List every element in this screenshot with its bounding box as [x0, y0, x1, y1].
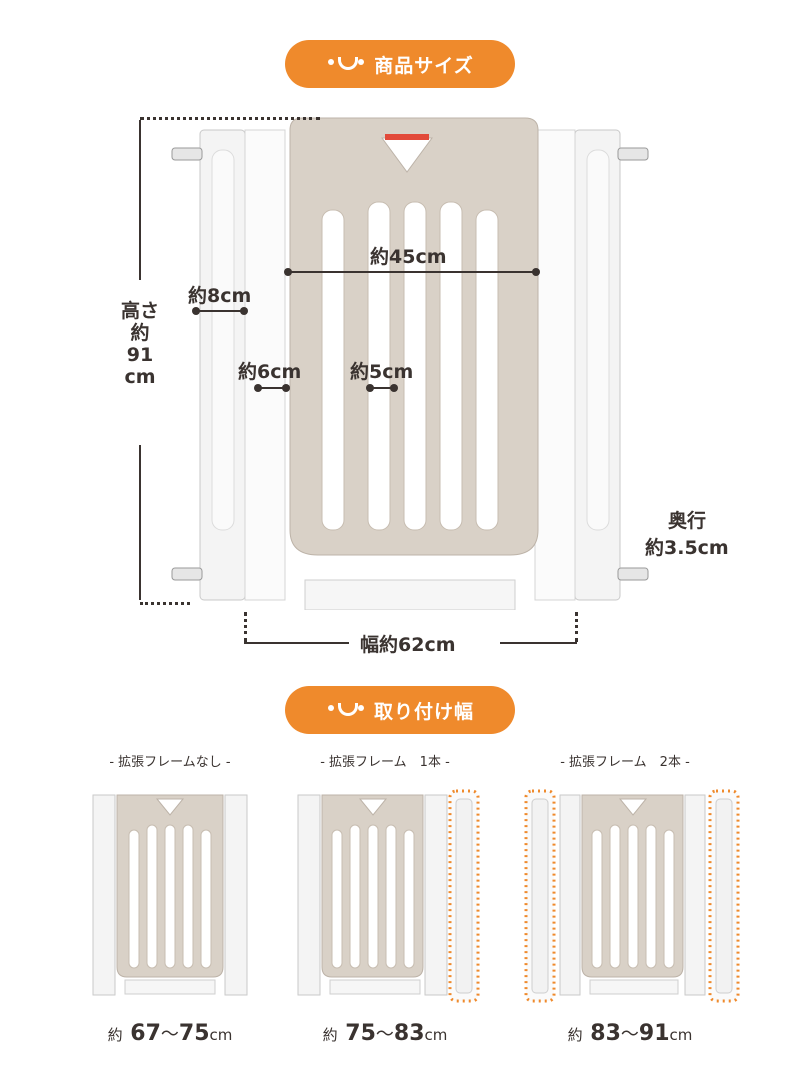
side-gap-label: 約6cm — [238, 361, 302, 383]
height-label: 高さ 約 91 cm — [115, 300, 165, 388]
side-gap-dot-right — [282, 384, 290, 392]
frame-width-line — [196, 310, 244, 312]
panel-width-line — [288, 271, 536, 273]
height-bottom-guide — [140, 602, 190, 605]
variant-range-from: 67 — [130, 1021, 161, 1046]
gate-variant-two-extensions — [524, 789, 740, 1003]
height-top-guide — [140, 117, 320, 120]
variant-range-prefix: 約 — [567, 1026, 583, 1044]
depth-label-value: 約3.5cm — [645, 537, 729, 559]
panel-width-dot-left — [284, 268, 292, 276]
variant-caption: - 拡張フレーム 2本 - — [560, 755, 690, 770]
variant-range-tilde: 〜 — [375, 1024, 394, 1045]
variant-range-unit: cm — [424, 1026, 448, 1044]
total-width-right-guide — [575, 612, 578, 642]
variant-range: 約 75〜83cm — [285, 1020, 485, 1046]
height-label-text: 高さ — [120, 300, 159, 322]
total-width-line-right — [500, 642, 577, 644]
height-label-value: 91 — [126, 344, 154, 366]
install-section-header: 取り付け幅 — [285, 686, 515, 734]
variant-range-to: 91 — [638, 1021, 670, 1046]
size-section-title: 商品サイズ — [374, 54, 474, 77]
variant-range-unit: cm — [669, 1026, 693, 1044]
variant-range-from: 75 — [345, 1021, 376, 1046]
height-label-approx: 約 — [130, 322, 150, 344]
variant-range-tilde: 〜 — [620, 1024, 639, 1045]
height-line-top — [139, 120, 141, 280]
variant-range-unit: cm — [209, 1026, 233, 1044]
variant-range: 約 67〜75cm — [70, 1020, 270, 1046]
size-section-header: 商品サイズ — [285, 40, 515, 88]
frame-width-dot-right — [240, 307, 248, 315]
bar-gap-dot-left — [366, 384, 374, 392]
variant-range-tilde: 〜 — [160, 1024, 179, 1045]
variant-range-prefix: 約 — [322, 1026, 338, 1044]
panel-width-label: 約45cm — [370, 246, 447, 268]
variant-range: 約 83〜91cm — [530, 1020, 730, 1046]
variant-range-prefix: 約 — [107, 1026, 123, 1044]
smiley-icon — [326, 53, 366, 75]
variant-range-from: 83 — [590, 1021, 621, 1046]
variant-range-to: 75 — [178, 1021, 210, 1046]
total-width-label: 幅約62cm — [360, 634, 456, 656]
side-gap-dot-left — [254, 384, 262, 392]
frame-width-label: 約8cm — [188, 285, 252, 307]
side-gap-line — [258, 387, 286, 389]
total-width-left-guide — [244, 612, 247, 642]
variant-caption: - 拡張フレーム 1本 - — [320, 755, 450, 770]
install-section-title: 取り付け幅 — [373, 700, 474, 723]
gate-variant-no-extension — [92, 794, 248, 996]
frame-width-dot-left — [192, 307, 200, 315]
variant-range-to: 83 — [393, 1021, 425, 1046]
bar-gap-line — [370, 387, 394, 389]
bar-gap-label: 約5cm — [350, 361, 414, 383]
height-label-unit: cm — [124, 366, 156, 388]
depth-label-top: 奥行 — [668, 510, 707, 532]
height-line-bottom — [139, 445, 141, 600]
gate-main-illustration — [171, 117, 649, 610]
total-width-line-left — [244, 642, 349, 644]
gate-variant-one-extension — [297, 789, 480, 1003]
smiley-icon — [326, 699, 366, 721]
panel-width-dot-right — [532, 268, 540, 276]
bar-gap-dot-right — [390, 384, 398, 392]
variant-caption: - 拡張フレームなし - — [109, 755, 231, 770]
